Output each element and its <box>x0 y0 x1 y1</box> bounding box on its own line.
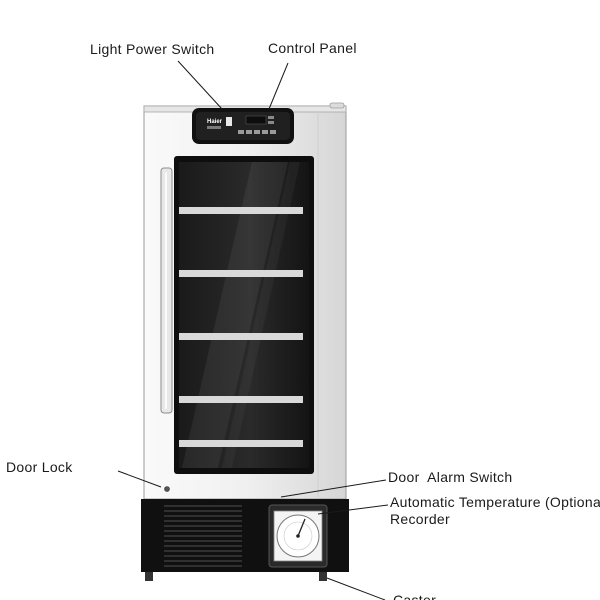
leader-door-alarm-switch <box>280 479 387 498</box>
label-recorder-line2: Recorder <box>390 511 450 527</box>
shelf <box>179 207 303 214</box>
shelf <box>179 333 303 340</box>
leader-caster <box>326 577 386 600</box>
light-power-switch[interactable] <box>226 117 232 126</box>
label-recorder-line1: Automatic Temperature (Optional) <box>390 494 600 510</box>
label-caster: Caster <box>393 592 437 600</box>
temperature-display <box>245 115 267 125</box>
casters <box>145 572 327 581</box>
control-panel: Haier <box>192 108 294 144</box>
label-temperature-recorder: Automatic Temperature (Optional) Recorde… <box>390 494 600 528</box>
caster-left <box>145 572 153 581</box>
leader-door-lock <box>117 470 162 488</box>
label-door-alarm-switch: Door Alarm Switch <box>388 469 513 485</box>
leader-control-panel <box>268 62 289 110</box>
glass-door <box>174 156 314 474</box>
panel-buttons[interactable] <box>238 130 276 134</box>
brand-logo: Haier <box>207 119 223 125</box>
shelf <box>179 270 303 277</box>
temperature-recorder <box>268 504 328 568</box>
leader-light-power-switch <box>177 60 223 110</box>
shelf <box>179 396 303 403</box>
label-door-lock: Door Lock <box>6 459 73 475</box>
leader-recorder <box>317 504 389 515</box>
caster-right <box>319 572 327 581</box>
shelves <box>179 207 303 447</box>
leader-lines <box>117 60 389 600</box>
door-handle[interactable] <box>160 167 173 414</box>
recorder-needle-icon <box>297 518 306 537</box>
ventilation-grille <box>164 505 242 567</box>
shelf <box>179 440 303 447</box>
label-control-panel: Control Panel <box>268 40 357 56</box>
top-vent-cap <box>329 102 345 109</box>
label-light-power-switch: Light Power Switch <box>90 41 215 57</box>
door-lock[interactable] <box>164 486 170 492</box>
